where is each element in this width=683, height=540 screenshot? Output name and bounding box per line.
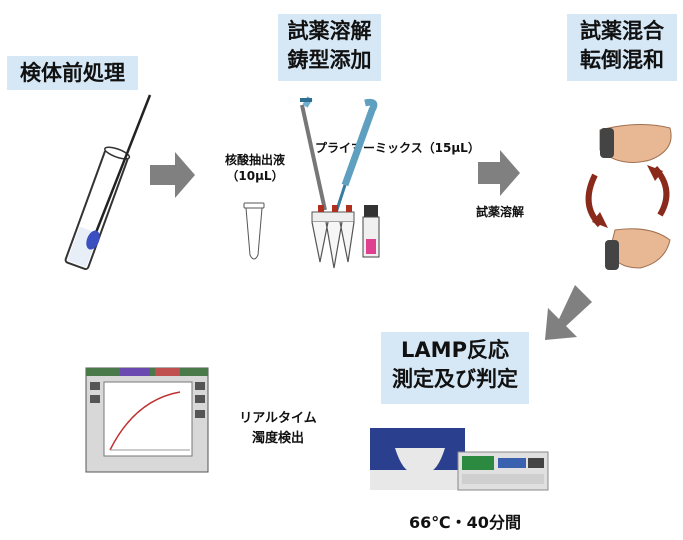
- nucleic-extract-line2: （10μL）: [226, 169, 284, 183]
- step-pretreatment-text: 検体前処理: [20, 61, 125, 85]
- lamp-device-icon: [370, 428, 549, 491]
- hands-mixing-icon: [599, 123, 672, 270]
- nucleic-extract-line1: 核酸抽出液: [224, 153, 285, 167]
- arrow-3-icon: [545, 285, 592, 340]
- tube-strip-icon: [311, 205, 355, 269]
- reagent-vial-icon: [362, 205, 380, 258]
- rotation-arrows-icon: [585, 165, 670, 228]
- arrow-1-icon: [150, 152, 195, 198]
- step-reagent-dissolve-line1: 試薬溶解: [287, 19, 372, 43]
- step-reagent-mix-line2: 転倒混和: [580, 48, 664, 72]
- step-lamp-title: LAMP反応 測定及び判定: [381, 332, 529, 404]
- monitor-screen-icon: [85, 367, 209, 473]
- realtime-line2: 濁度検出: [251, 431, 304, 446]
- swab-icon: [86, 94, 152, 250]
- step-pretreatment-title: 検体前処理: [7, 56, 138, 90]
- nucleic-extract-label: 核酸抽出液 （10μL）: [215, 152, 295, 184]
- step-reagent-mix-title: 試薬混合 転倒混和: [567, 14, 677, 81]
- sample-tube-icon: [64, 146, 131, 271]
- condition-label: 66℃・40分間: [409, 513, 521, 532]
- step-lamp-line2: 測定及び判定: [392, 367, 518, 391]
- reagent-dissolve-small-label: 試薬溶解: [475, 205, 524, 219]
- step-reagent-dissolve-title: 試薬溶解 鋳型添加: [278, 14, 381, 81]
- arrow-2-icon: [478, 150, 520, 196]
- step-lamp-line1: LAMP反応: [401, 338, 509, 362]
- step-reagent-dissolve-line2: 鋳型添加: [287, 48, 372, 72]
- step-reagent-mix-line1: 試薬混合: [580, 19, 664, 43]
- microtube-icon: [243, 202, 265, 260]
- realtime-turbidity-label: リアルタイム 濁度検出: [228, 409, 328, 449]
- realtime-line1: リアルタイム: [239, 411, 317, 426]
